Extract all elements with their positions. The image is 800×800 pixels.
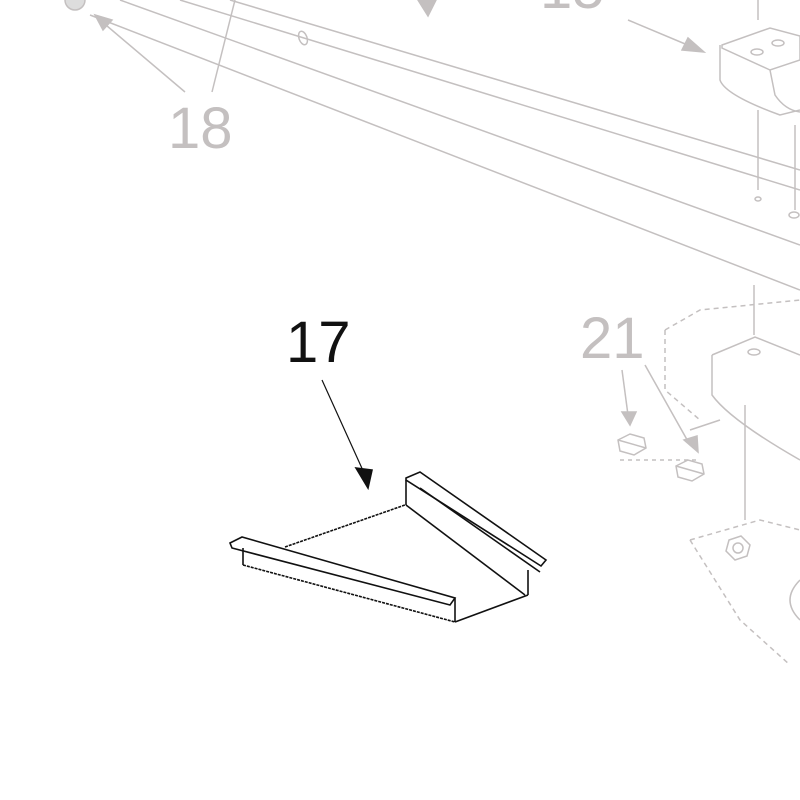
callout-15: 15 (540, 0, 605, 18)
callout-21-leaders (620, 364, 699, 454)
lower-bracket-assembly (620, 285, 800, 666)
part-17-channel (228, 379, 548, 623)
callout-15-leader (627, 19, 707, 53)
callout-17: 17 (286, 310, 351, 375)
frame-rail (89, 0, 800, 291)
hex-nut-icon (617, 433, 647, 456)
hex-nut-icon (675, 459, 705, 482)
mounting-bracket (719, 0, 800, 219)
callout-21: 21 (580, 306, 645, 371)
arrow-icon (417, 0, 437, 18)
arrow-icon (354, 467, 373, 491)
callout-18-leader (64, 0, 236, 93)
callout-18: 18 (168, 96, 233, 161)
